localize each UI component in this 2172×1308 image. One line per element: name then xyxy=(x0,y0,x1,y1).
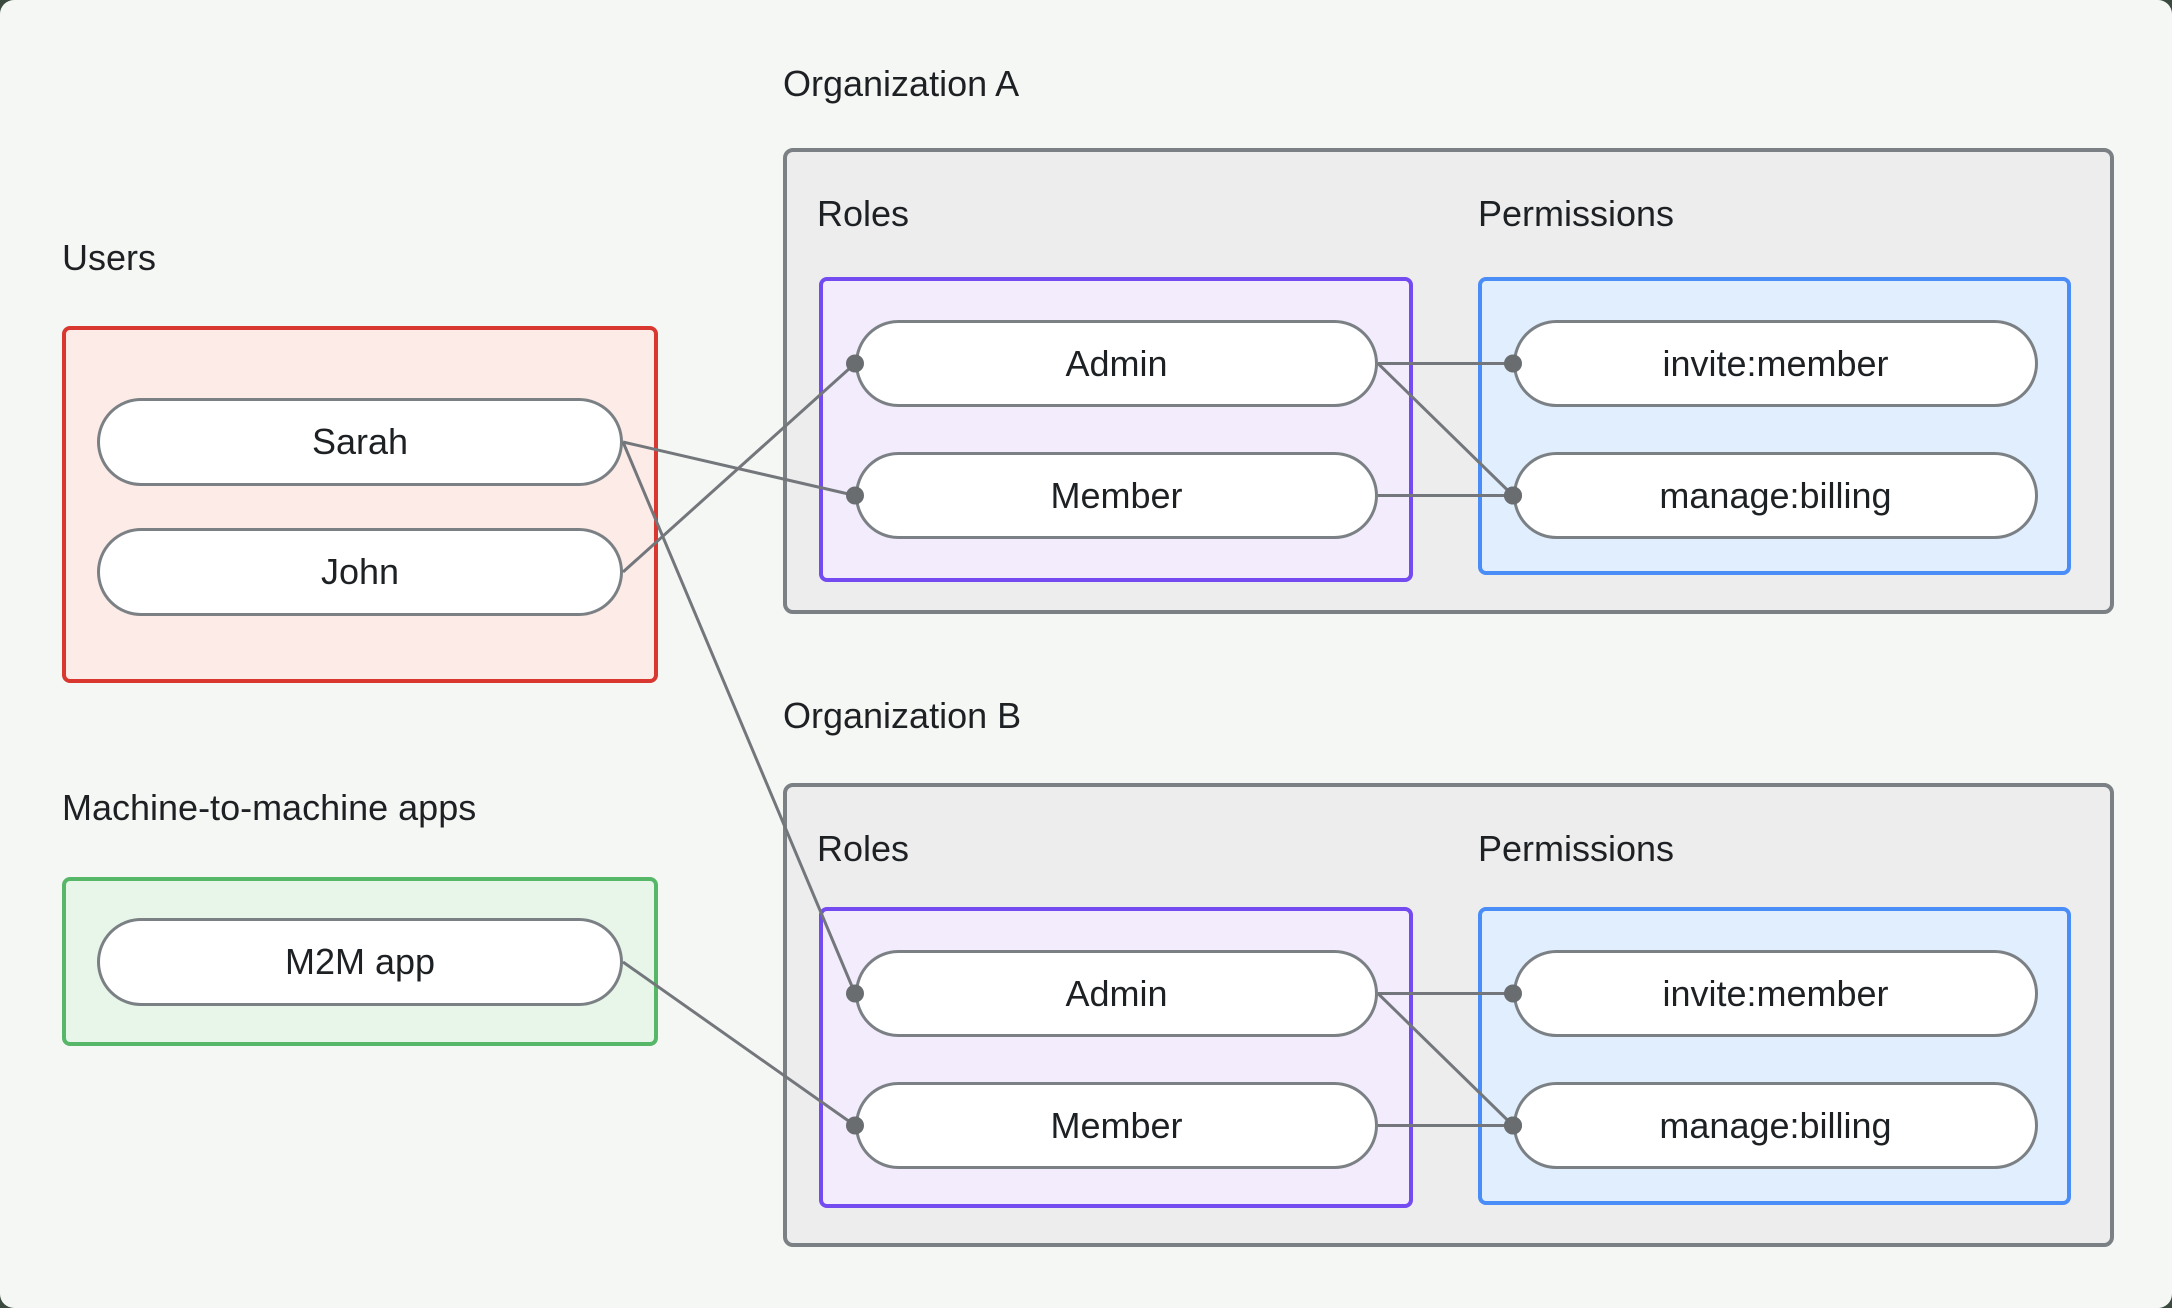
node-org-a-invite-member: invite:member xyxy=(1513,320,2038,407)
org-b-roles-label: Roles xyxy=(817,828,910,869)
org-a-permissions-label: Permissions xyxy=(1478,193,1675,234)
m2m-group-box: M2M app xyxy=(62,877,658,1046)
org-b-permissions-box: invite:member manage:billing xyxy=(1478,907,2071,1205)
node-label: Admin xyxy=(1065,342,1168,384)
node-m2m-app: M2M app xyxy=(97,918,623,1006)
org-a-roles-label: Roles xyxy=(817,193,910,234)
node-label: Sarah xyxy=(311,421,409,462)
org-a-roles-box: Admin Member xyxy=(819,277,1413,582)
node-label: manage:billing xyxy=(1659,474,1892,516)
node-label: manage:billing xyxy=(1659,1104,1892,1146)
node-label: invite:member xyxy=(1662,972,1889,1014)
node-org-b-member: Member xyxy=(855,1082,1378,1169)
node-org-b-invite-member: invite:member xyxy=(1513,950,2038,1037)
users-group-box: Sarah John xyxy=(62,326,658,683)
node-label: Admin xyxy=(1065,972,1168,1014)
org-a-container: Roles Permissions Admin Member invite:me… xyxy=(783,148,2114,614)
node-user-sarah: Sarah xyxy=(97,398,623,486)
node-org-a-member: Member xyxy=(855,452,1378,539)
node-label: invite:member xyxy=(1662,342,1889,384)
org-b-roles-box: Admin Member xyxy=(819,907,1413,1208)
node-label: M2M app xyxy=(284,941,436,982)
org-b-permissions-label: Permissions xyxy=(1478,828,1675,869)
node-org-a-manage-billing: manage:billing xyxy=(1513,452,2038,539)
node-user-john: John xyxy=(97,528,623,616)
node-org-a-admin: Admin xyxy=(855,320,1378,407)
node-label: John xyxy=(320,551,400,592)
node-label: Member xyxy=(1050,474,1183,516)
m2m-group-label: Machine-to-machine apps xyxy=(62,787,477,828)
org-b-container: Roles Permissions Admin Member invite:me… xyxy=(783,783,2114,1247)
users-group-label: Users xyxy=(62,237,157,278)
org-b-label: Organization B xyxy=(783,695,1022,736)
org-a-label: Organization A xyxy=(783,63,1020,104)
node-label: Member xyxy=(1050,1104,1183,1146)
node-org-b-admin: Admin xyxy=(855,950,1378,1037)
org-a-permissions-box: invite:member manage:billing xyxy=(1478,277,2071,575)
node-org-b-manage-billing: manage:billing xyxy=(1513,1082,2038,1169)
